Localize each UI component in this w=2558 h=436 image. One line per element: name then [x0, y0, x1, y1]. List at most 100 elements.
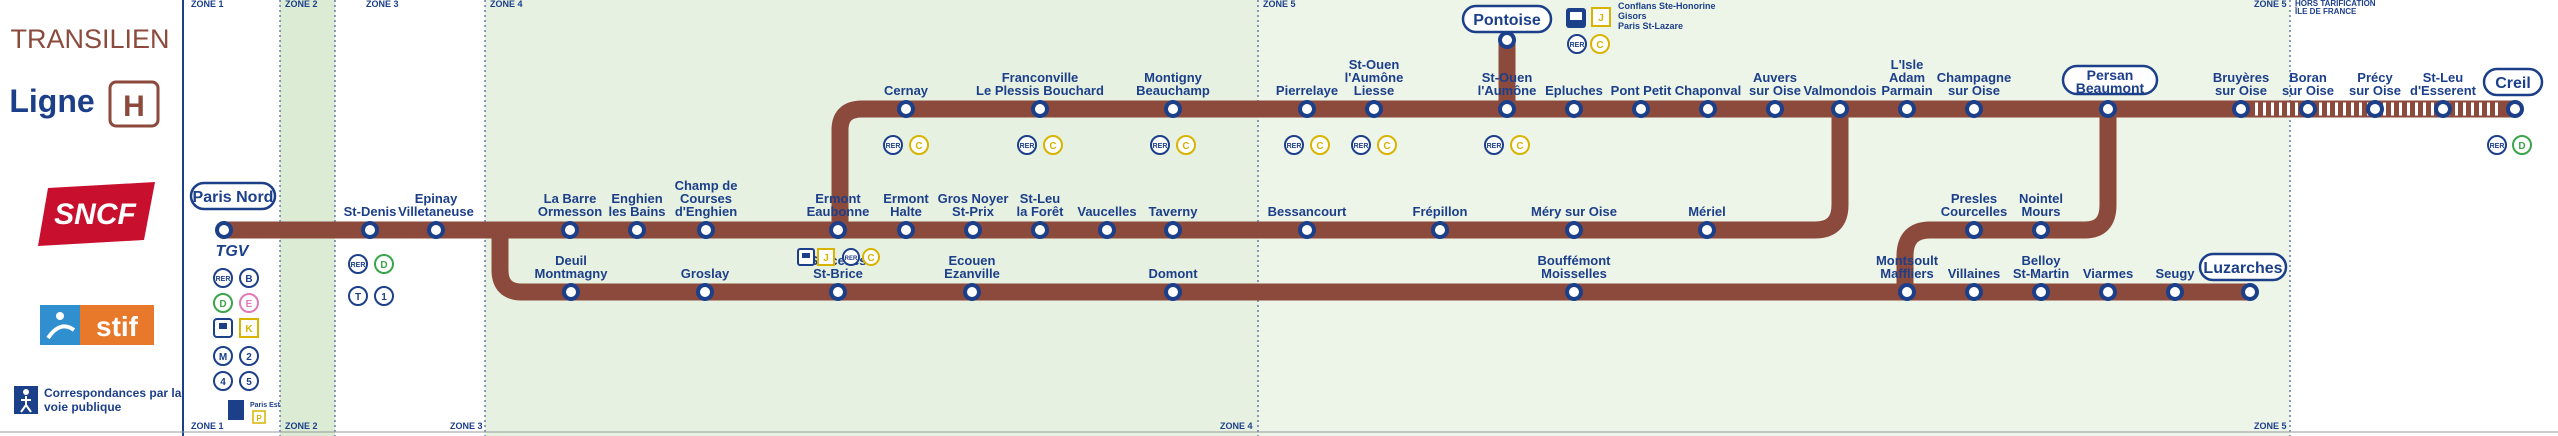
station-stop[interactable] [697, 221, 715, 239]
station-top-0[interactable]: Cernay [884, 83, 929, 118]
station-stop[interactable] [1965, 221, 1983, 239]
station-stop[interactable] [1164, 221, 1182, 239]
station-stop[interactable] [1498, 100, 1516, 118]
station-stop[interactable] [561, 221, 579, 239]
station-stop[interactable] [1831, 100, 1849, 118]
station-stop[interactable] [628, 221, 646, 239]
terminal-paris-nord[interactable]: Paris Nord [189, 181, 277, 211]
station-main-13[interactable]: Méry sur Oise [1531, 204, 1617, 239]
station-bottom-7[interactable]: Villaines [1948, 266, 2001, 301]
station-stop[interactable] [1431, 221, 1449, 239]
station-stop[interactable] [2166, 283, 2184, 301]
terminal-stop[interactable] [2241, 283, 2259, 301]
terminal-pontoise[interactable]: Pontoise [1461, 4, 1553, 34]
station-stop[interactable] [427, 221, 445, 239]
station-main-9[interactable]: Vaucelles [1077, 204, 1137, 239]
station-stop[interactable] [2032, 221, 2050, 239]
station-bottom-10[interactable]: Seugy [2155, 266, 2195, 301]
station-stop[interactable] [897, 100, 915, 118]
station-main-0[interactable]: St-Denis [344, 204, 397, 239]
station-bottom-4[interactable]: Domont [1148, 266, 1198, 301]
station-stop[interactable] [696, 283, 714, 301]
station-stop[interactable] [1298, 221, 1316, 239]
terminal-stop[interactable] [2506, 100, 2524, 118]
station-main-11[interactable]: Bessancourt [1268, 204, 1347, 239]
terminal-creil[interactable]: Creil [2482, 67, 2544, 97]
station-stop[interactable] [1699, 100, 1717, 118]
station-top-7[interactable]: Pont Petit [1611, 83, 1672, 118]
station-stop[interactable] [963, 283, 981, 301]
station-stop[interactable] [562, 283, 580, 301]
station-stop[interactable] [2032, 283, 2050, 301]
station-stop[interactable] [1565, 283, 1583, 301]
station-stop[interactable] [1031, 100, 1049, 118]
station-stop[interactable] [897, 221, 915, 239]
terminal-persan-beaumont[interactable]: Persan Beaumont [2061, 64, 2159, 96]
station-stop[interactable] [361, 221, 379, 239]
station-stop[interactable] [1898, 283, 1916, 301]
station-top-3[interactable]: Pierrelaye [1276, 83, 1338, 118]
station-stop[interactable] [1565, 100, 1583, 118]
station-stop[interactable] [1164, 100, 1182, 118]
station-main-14[interactable]: Mériel [1688, 204, 1726, 239]
station-main-12[interactable]: Frépillon [1413, 204, 1468, 239]
station-top-8[interactable]: Chaponval [1675, 83, 1741, 118]
terminal-stop[interactable] [1498, 31, 1516, 49]
station-stop[interactable] [2232, 100, 2250, 118]
terminal-luzarches[interactable]: Luzarches [2198, 252, 2288, 282]
station-main-10[interactable]: Taverny [1149, 204, 1199, 239]
station-top-10[interactable]: Valmondois [1804, 83, 1877, 118]
station-stop[interactable] [1898, 100, 1916, 118]
station-stop[interactable] [2434, 100, 2452, 118]
station-stop[interactable] [1632, 100, 1650, 118]
station-stop[interactable] [2099, 283, 2117, 301]
station-top-6[interactable]: Epluches [1545, 83, 1603, 118]
station-stop[interactable] [1164, 283, 1182, 301]
station-stop[interactable] [829, 221, 847, 239]
station-stop[interactable] [1098, 221, 1116, 239]
station-stop[interactable] [1298, 100, 1316, 118]
station-bottom-9[interactable]: Viarmes [2083, 266, 2133, 301]
station-stop[interactable] [964, 221, 982, 239]
station-label: Belloy [2021, 253, 2061, 268]
station-stop[interactable] [1365, 100, 1383, 118]
terminal-stop[interactable] [2099, 100, 2117, 118]
station-stop[interactable] [829, 283, 847, 301]
station-stop[interactable] [1965, 283, 1983, 301]
station-bottom-1[interactable]: Groslay [681, 266, 730, 301]
terminal-stop[interactable] [215, 221, 233, 239]
station-stop[interactable] [1698, 221, 1716, 239]
station-stop[interactable] [1031, 221, 1049, 239]
station-stop[interactable] [2366, 100, 2384, 118]
station-stop[interactable] [2299, 100, 2317, 118]
station-stop[interactable] [1565, 221, 1583, 239]
station-stop[interactable] [1766, 100, 1784, 118]
station-stop[interactable] [1965, 100, 1983, 118]
